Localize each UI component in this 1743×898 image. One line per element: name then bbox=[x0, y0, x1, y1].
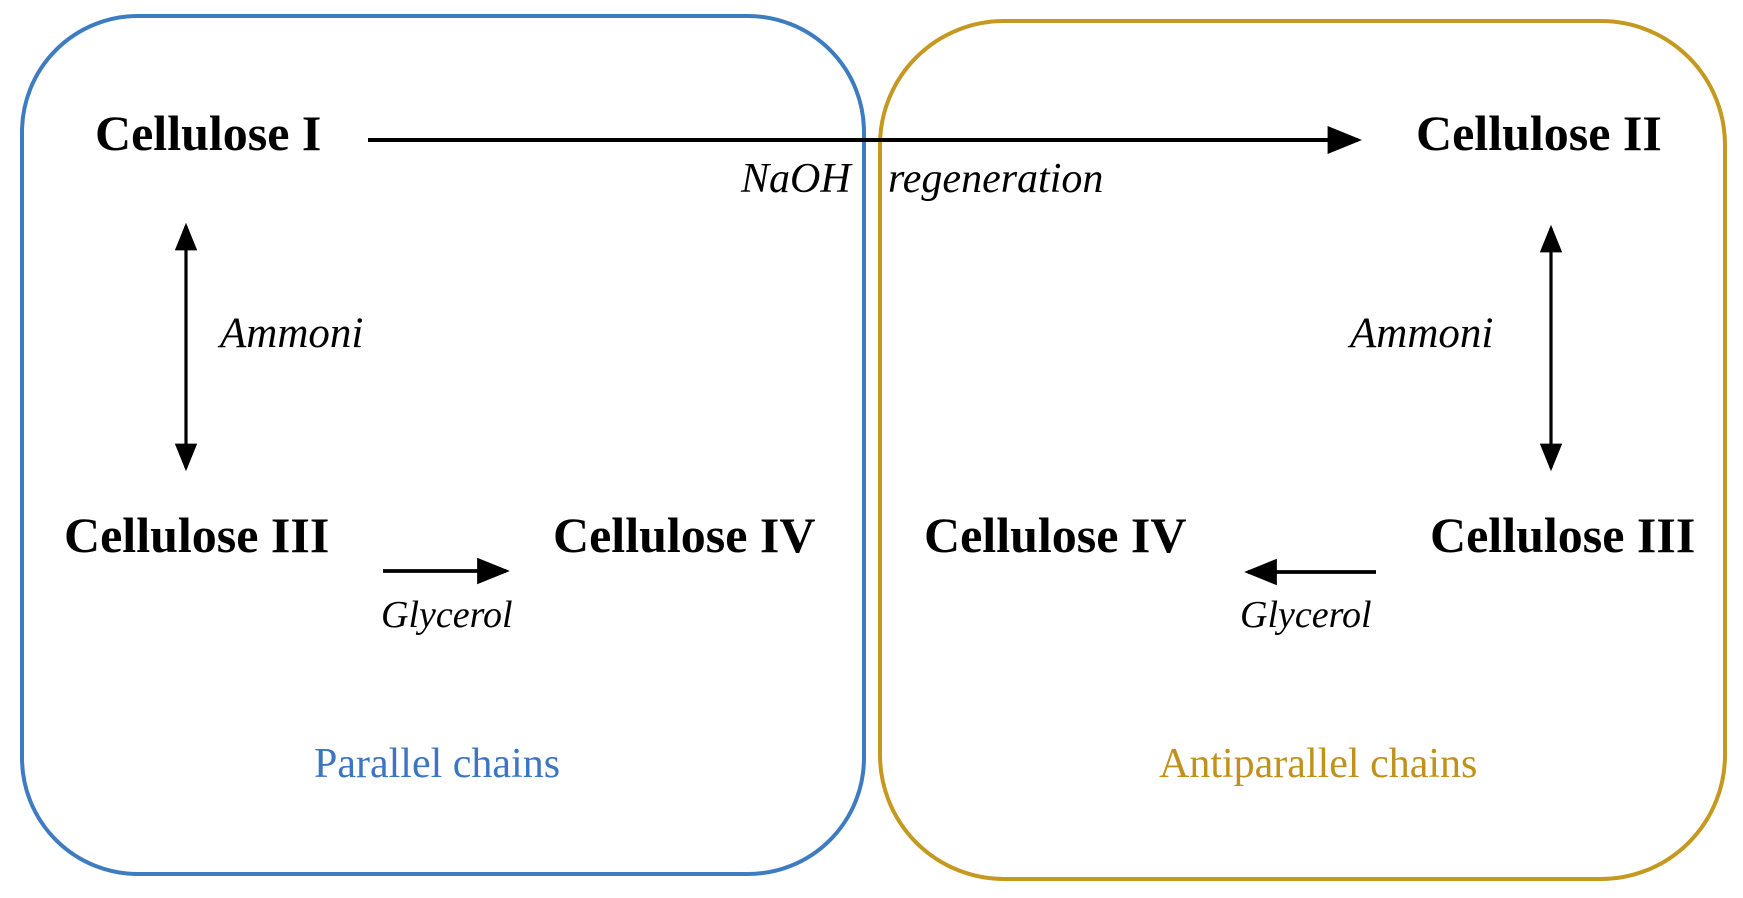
antiparallel-chains-box bbox=[878, 19, 1727, 881]
node-cellulose-i: Cellulose I bbox=[95, 105, 322, 161]
edge-label-regeneration: regeneration bbox=[888, 156, 1104, 202]
node-cellulose-iv-antiparallel: Cellulose IV bbox=[924, 507, 1187, 563]
edge-label-naoh: NaOH bbox=[741, 156, 851, 202]
edge-label-ammonia-parallel: Ammoni bbox=[220, 310, 364, 357]
edge-label-glycerol-antiparallel: Glycerol bbox=[1240, 594, 1372, 636]
node-cellulose-iii-antiparallel: Cellulose III bbox=[1430, 507, 1696, 563]
edge-label-ammonia-antiparallel: Ammoni bbox=[1350, 310, 1494, 357]
parallel-chains-caption: Parallel chains bbox=[314, 741, 561, 787]
edge-label-glycerol-parallel: Glycerol bbox=[381, 594, 513, 636]
node-cellulose-iv-parallel: Cellulose IV bbox=[553, 507, 816, 563]
node-cellulose-iii-parallel: Cellulose III bbox=[64, 507, 330, 563]
antiparallel-chains-caption: Antiparallel chains bbox=[1159, 741, 1478, 787]
node-cellulose-ii: Cellulose II bbox=[1416, 105, 1662, 161]
parallel-chains-box bbox=[20, 14, 866, 876]
